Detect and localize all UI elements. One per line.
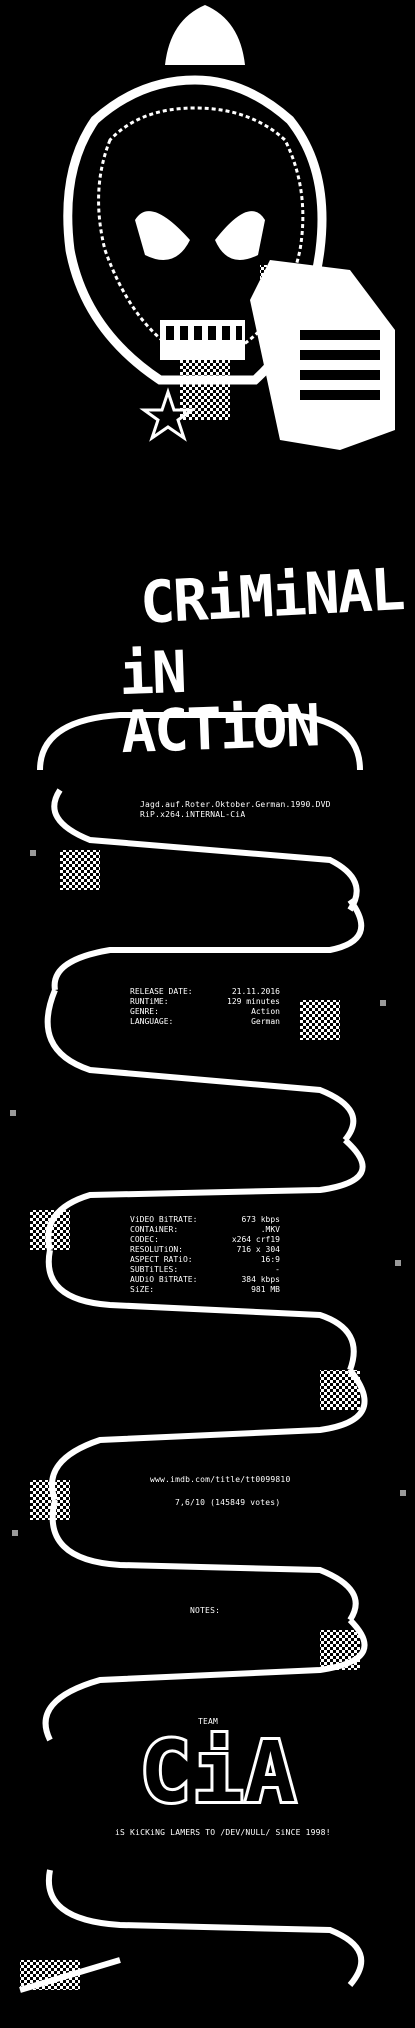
info-value: 129 minutes [227,997,280,1006]
group-logo-line1: CRiMiNAL [138,555,405,637]
spec-value: x264 crf19 [231,1235,280,1244]
info-label: RUNTiME: [130,997,169,1006]
spec-label: SUBTiTLES: [130,1265,179,1274]
imdb-link[interactable]: www.imdb.com/title/tt0099810 [150,1475,291,1484]
spec-label: ASPECT RATiO: [130,1255,193,1264]
release-name-line1: Jagd.auf.Roter.Oktober.German.1990.DVD [140,800,331,809]
spec-label: SiZE: [130,1285,155,1294]
group-logo-line2: iN ACTiON [117,637,320,767]
spec-label: AUDiO BiTRATE: [130,1275,198,1284]
imdb-rating: 7,6/10 (145849 votes) [175,1498,281,1507]
footer-slogan: iS KiCKiNG LAMERS TO /DEV/NULL/ SiNCE 19… [115,1828,331,1837]
info-value: German [251,1017,280,1026]
spec-value: .MKV [260,1225,280,1234]
team-logo: CiA [137,1723,299,1821]
spec-label: CONTAiNER: [130,1225,179,1234]
spec-value: 673 kbps [241,1215,280,1224]
spiral-shading [20,850,360,1990]
info-label: LANGUAGE: [130,1017,174,1026]
spec-value: 716 x 304 [236,1245,280,1254]
alien-skull-icon [63,5,327,442]
notes-label: NOTES: [190,1606,221,1615]
spec-label: ViDEO BiTRATE: [130,1215,198,1224]
spec-value: 384 kbps [241,1275,280,1284]
fist-icon [250,260,395,450]
spec-label: CODEC: [130,1235,159,1244]
info-label: RELEASE DATE: [130,987,193,996]
sparkle-icons [10,850,406,1536]
info-value: Action [251,1007,280,1016]
spec-value: 981 MB [251,1285,280,1294]
info-label: GENRE: [130,1007,159,1016]
spec-value: - [275,1265,280,1274]
team-label: TEAM [198,1717,219,1726]
spec-value: 16:9 [260,1255,280,1264]
info-value: 21.11.2016 [231,987,280,996]
release-name-line2: RiP.x264.iNTERNAL-CiA [140,810,246,819]
spec-label: RESOLUTiON: [130,1245,183,1254]
